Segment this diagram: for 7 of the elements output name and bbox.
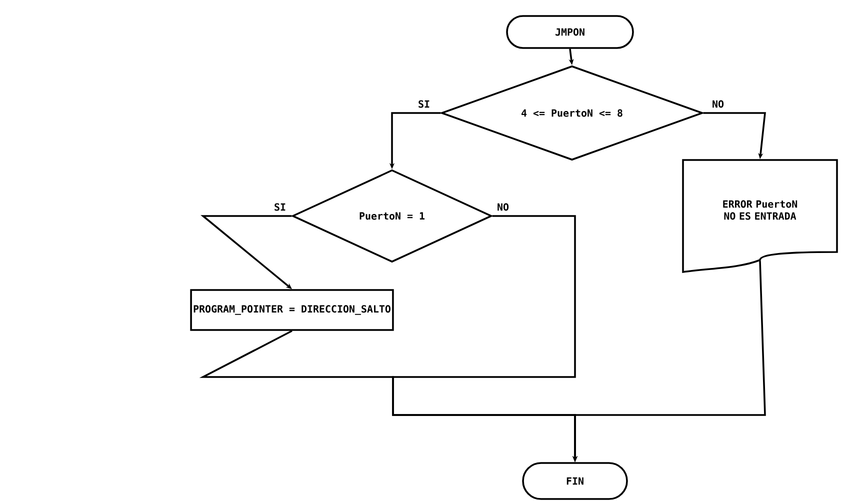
edge-label: NO	[711, 99, 725, 109]
edge-label: NO	[496, 202, 510, 212]
terminal-box: JMPON	[506, 15, 634, 49]
edge-label: SI	[417, 99, 431, 109]
process-box: PROGRAM_POINTER = DIRECCION_SALTO	[190, 289, 394, 331]
edge-label: SI	[273, 202, 287, 212]
terminal-box: FIN	[522, 462, 628, 500]
